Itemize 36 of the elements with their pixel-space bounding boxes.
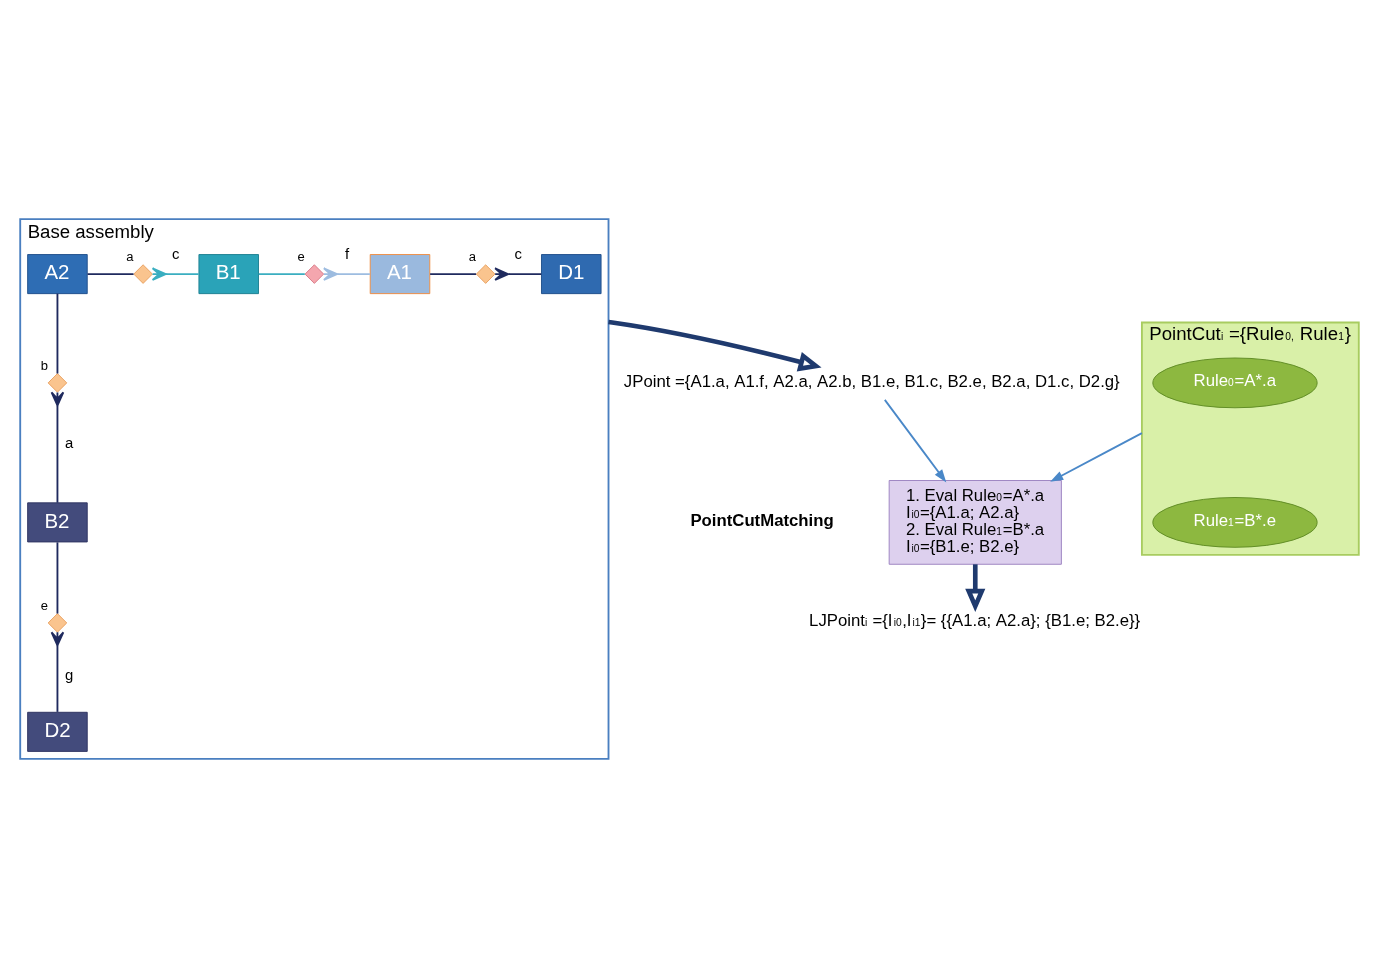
label: PointCutMatching xyxy=(690,510,834,530)
arrow xyxy=(965,563,986,612)
arrow xyxy=(883,398,947,482)
node-box: D1 xyxy=(541,253,602,294)
connector xyxy=(151,266,200,281)
node-ellipse: Rule1=B*.e xyxy=(1152,496,1318,548)
arrow xyxy=(1050,431,1143,482)
edge-label: g xyxy=(64,666,74,683)
node-label: e xyxy=(297,248,305,264)
node-text: JPoint ={A1.a, A1.f, A2.a, A2.b, B1.e, B1.c, B2.e, B2.a, D1.c, D2.g} xyxy=(623,371,1120,391)
node-box: 1. Eval Rule0=A*.a Ii0={A1.a; A2.a} 2. Eval Rule1=B*.a Ii0={B1.e; B2.e} xyxy=(888,479,1062,565)
node-diamond xyxy=(304,263,325,284)
edge-label: c xyxy=(514,245,522,262)
connector xyxy=(322,266,371,281)
node-box: D2 xyxy=(27,711,88,752)
arrow xyxy=(608,319,822,371)
node-box: B1 xyxy=(198,253,259,294)
node-diamond xyxy=(133,263,153,284)
edge-label: f xyxy=(345,245,350,262)
node-ellipse: Rule0=A*.a xyxy=(1152,357,1318,408)
edge-label: a xyxy=(64,434,74,451)
node-label: b xyxy=(40,357,48,373)
connector xyxy=(494,266,543,281)
edge-label: c xyxy=(171,245,180,262)
connector xyxy=(50,630,65,713)
node-box: A1 xyxy=(369,253,431,294)
node-text: LJPointi ={Ii0,Ii1}= {{A1.a; A2.a}; {B1.e; B2.e}} xyxy=(809,610,1141,630)
node-diamond xyxy=(47,612,68,633)
node-label: a xyxy=(126,248,134,264)
node-diamond xyxy=(47,372,68,393)
node-box: B2 xyxy=(27,501,88,542)
node-diamond xyxy=(475,263,496,284)
connector xyxy=(50,391,65,504)
node-label: a xyxy=(468,248,477,264)
node-box: A2 xyxy=(27,253,88,294)
node-label: e xyxy=(40,597,48,613)
